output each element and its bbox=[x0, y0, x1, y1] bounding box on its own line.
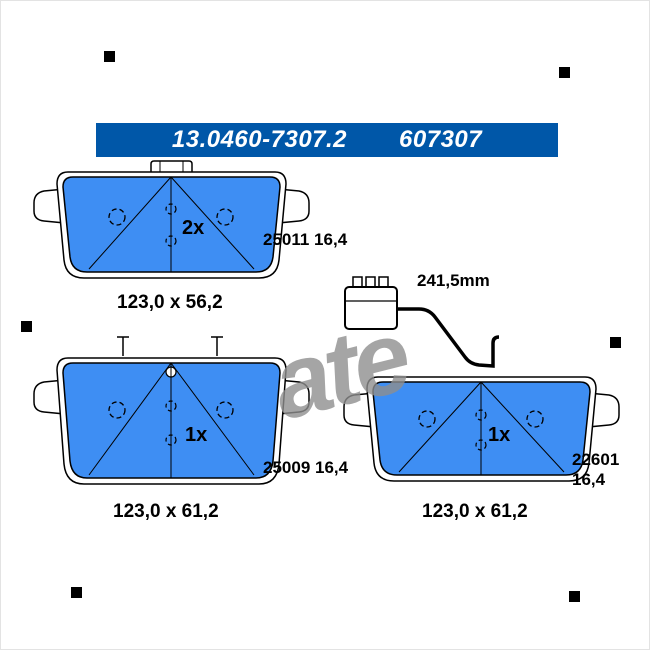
backing-plate-ear-left bbox=[343, 392, 376, 428]
pad-code-line1: 22601 bbox=[572, 450, 620, 469]
brake-pad-drawing-bottom-left bbox=[33, 336, 310, 485]
pad-dimensions-label-top: 123,0 x 56,2 bbox=[117, 292, 223, 313]
wear-sensor-drawing bbox=[344, 276, 500, 368]
pad-code-label-bottom-left: 25009 16,4 bbox=[263, 458, 349, 477]
brake-pad-drawing-bottom-right bbox=[343, 376, 620, 482]
registration-mark bbox=[104, 51, 115, 62]
mount-hole-mark bbox=[108, 208, 126, 226]
registration-mark bbox=[559, 67, 570, 78]
registration-mark bbox=[610, 337, 621, 348]
backing-plate-ear-left bbox=[33, 188, 66, 224]
mount-hole-mark bbox=[418, 410, 436, 428]
pad-code-label-top: 25011 16,4 bbox=[263, 230, 348, 249]
registration-mark bbox=[21, 321, 32, 332]
pad-code-line2: 16,4 bbox=[572, 469, 606, 489]
part-number: 13.0460-7307.2 bbox=[171, 126, 348, 153]
pad-dimensions-label-bottom-right: 123,0 x 61,2 bbox=[422, 501, 528, 522]
sensor-connector bbox=[344, 286, 398, 330]
part-number-banner: 13.0460-7307.2 607307 bbox=[96, 123, 558, 157]
pad-dimensions-label-bottom-left: 123,0 x 61,2 bbox=[113, 501, 219, 522]
mount-hole-mark bbox=[526, 410, 544, 428]
backing-plate-ear-left bbox=[33, 379, 66, 415]
quantity-label-bottom-right: 1x bbox=[488, 424, 511, 446]
registration-mark bbox=[569, 591, 580, 602]
backing-plate-ear-right bbox=[277, 379, 310, 415]
registration-mark bbox=[71, 587, 82, 598]
mount-hole-mark bbox=[216, 401, 234, 419]
backing-plate-ear-right bbox=[587, 392, 620, 428]
backing-plate-ear-right bbox=[277, 188, 310, 224]
quantity-label-top: 2x bbox=[182, 217, 205, 239]
sensor-cable bbox=[397, 307, 500, 368]
mount-hole-mark bbox=[108, 401, 126, 419]
reference-number: 607307 bbox=[399, 126, 483, 153]
brake-pad-drawing-top bbox=[33, 160, 310, 279]
quantity-label-bottom-left: 1x bbox=[185, 424, 208, 446]
mount-hole-mark bbox=[216, 208, 234, 226]
sensor-length-label: 241,5mm bbox=[417, 271, 490, 290]
pad-code-label-bottom-right: 22601 16,4 bbox=[572, 450, 619, 489]
